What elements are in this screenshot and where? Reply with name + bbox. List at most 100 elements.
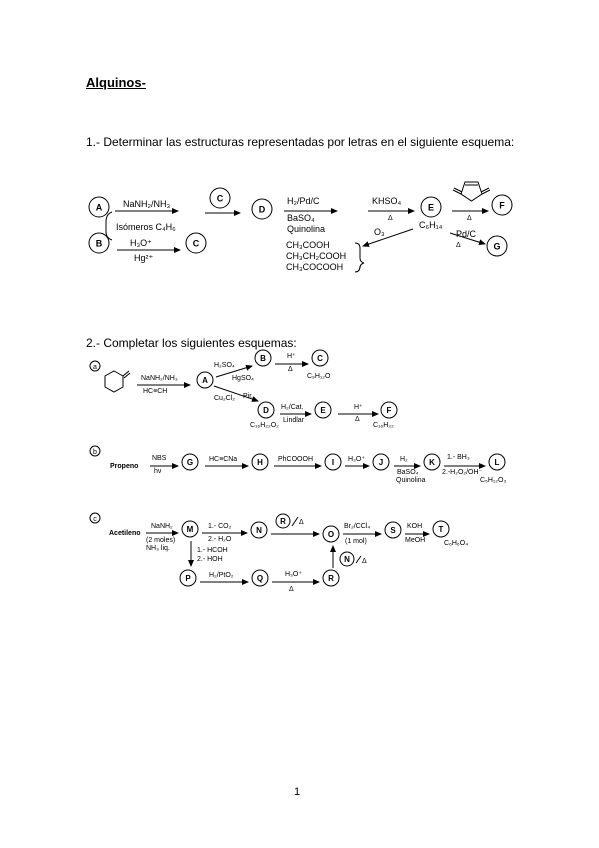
- arrow-ozonolysis: [362, 228, 414, 247]
- formula-c16h22o2: C₁₆H₂₂O₂: [250, 422, 279, 429]
- node-n-lower: [339, 551, 355, 567]
- node-h2: [251, 453, 269, 471]
- reagent-co2: 1.- CO₂: [208, 523, 232, 530]
- question-2: 2.- Completar los siguientes esquemas:: [86, 336, 297, 350]
- delta-c1: Δ: [299, 519, 304, 526]
- node-p: [179, 569, 197, 587]
- node-q: [251, 569, 269, 587]
- reagent-h2cat: H₂/Cat.: [281, 404, 304, 411]
- node-e: [420, 196, 442, 218]
- label-f2: F: [387, 406, 392, 415]
- reagent-h3o-c: H₃O⁺: [285, 571, 302, 578]
- node-m: [181, 520, 199, 538]
- node-a2: [196, 371, 214, 389]
- reagent-nh3-liq: NH₃ liq.: [146, 545, 170, 552]
- node-r-bottom: [322, 569, 340, 587]
- delta-1: Δ: [388, 215, 393, 222]
- tag-a-circle: [89, 360, 101, 372]
- tag-c-circle: [89, 512, 101, 524]
- label-r-bottom: R: [328, 574, 334, 583]
- arrow-e-g: [449, 232, 486, 246]
- node-c3: [311, 349, 329, 367]
- label-r-top: R: [280, 517, 286, 526]
- reagent-o3: O₃: [374, 227, 385, 237]
- scheme-a-labels: a A B C D E F NaNH₂/NH₃ HC≡CH H₂SO₄ HgSO…: [93, 353, 394, 429]
- reagent-bh3: 1.- BH₃: [447, 454, 470, 461]
- formula-c16h22: C₁₆H₂₂: [373, 422, 394, 429]
- reagent-h2o: 2.- H₂O: [208, 536, 232, 543]
- reagent-cucl2: Cu₂Cl₂: [214, 395, 235, 402]
- label-b2: B: [260, 354, 266, 363]
- label-l2: L: [495, 458, 500, 467]
- reagent-koh: KOH: [407, 523, 422, 530]
- node-e2: [314, 401, 332, 419]
- delta-a1: Δ: [288, 366, 293, 373]
- label-n-lower: N: [344, 555, 350, 564]
- reagent-a2: HC≡CH: [143, 388, 167, 395]
- formula-c9h12o: C₉H₁₂O: [307, 373, 331, 380]
- label-m: M: [187, 525, 194, 534]
- formula-c6h14: C₆H₁₄: [419, 220, 443, 230]
- node-k2: [423, 453, 441, 471]
- reagent-phcoooh: PhCOOOH: [278, 456, 313, 463]
- reagent-hplus-1: H⁺: [287, 353, 296, 360]
- label-i2: I: [332, 458, 334, 467]
- node-b2: [254, 349, 272, 367]
- reagent-br2: Br₂/CCl₄: [344, 523, 370, 530]
- delta-a2: Δ: [355, 416, 360, 423]
- node-g2: [181, 453, 199, 471]
- reagent-hccna: HC≡CNa: [209, 456, 237, 463]
- tag-b-circle: [89, 445, 101, 457]
- node-j2: [372, 453, 390, 471]
- maleic-anhydride-structure: [452, 181, 491, 202]
- reagent-h2so4: H₂SO₄: [214, 362, 235, 369]
- node-r-top: [275, 513, 291, 529]
- isomer-bracket: [105, 211, 113, 241]
- label-b: B: [96, 239, 103, 249]
- node-o: [322, 525, 340, 543]
- reagent-khso4: KHSO₄: [372, 196, 402, 206]
- reagent-h3o: H₃O⁺: [130, 238, 152, 248]
- reagent-h2o2: 2.-H₂O₂/OH⁻: [442, 469, 483, 476]
- reagent-hplus-2: H⁺: [354, 404, 363, 411]
- label-c3: C: [317, 354, 323, 363]
- label-g: G: [493, 242, 500, 252]
- node-a: [88, 196, 110, 218]
- page-title: Alquinos-: [86, 75, 146, 90]
- node-b: [88, 232, 110, 254]
- reagent-hoh: 2.- HOH: [197, 556, 223, 563]
- reagent-2moles: (2 moles): [146, 537, 175, 544]
- node-d: [251, 198, 273, 220]
- isomers-label: Isómeros C₄H₆: [116, 222, 176, 232]
- reagent-baso4: BaSO₄: [287, 213, 315, 223]
- label-f: F: [499, 201, 505, 211]
- reagent-baso4-b: BaSO₄: [397, 469, 419, 476]
- product-1: CH₃COOH: [286, 240, 330, 250]
- reagent-nbs: NBS: [152, 455, 167, 462]
- scheme-c: [89, 512, 450, 587]
- label-a: A: [96, 203, 103, 213]
- reagent-nanh2-c: NaNH₂: [151, 523, 173, 530]
- node-f2: [380, 401, 398, 419]
- tag-c: c: [93, 516, 97, 523]
- reagent-h3o-b: H₃O⁺: [348, 456, 365, 463]
- scheme-a: [89, 349, 398, 419]
- scheme-1: [88, 181, 513, 273]
- node-i2: [324, 453, 342, 471]
- cyclohexanone-ring: [104, 370, 124, 393]
- label-o: O: [328, 530, 334, 539]
- node-t: [432, 520, 450, 538]
- node-c-bottom: [185, 232, 207, 254]
- reagent-hcoh: 1.- HCOH: [197, 547, 228, 554]
- label-h2: H: [257, 458, 263, 467]
- reagent-pir: Pir.: [243, 393, 253, 400]
- delta-3: Δ: [456, 242, 461, 249]
- label-a2: A: [202, 376, 208, 385]
- start-propeno: Propeno: [110, 463, 138, 470]
- node-f: [491, 194, 513, 216]
- scheme-b: [89, 445, 506, 471]
- reagent-quinolina-b: Quinolina: [396, 477, 426, 484]
- label-n: N: [256, 526, 262, 535]
- scheme-c-labels: c Acetileno NaNH₂ (2 moles) NH₃ liq. M N…: [93, 516, 468, 593]
